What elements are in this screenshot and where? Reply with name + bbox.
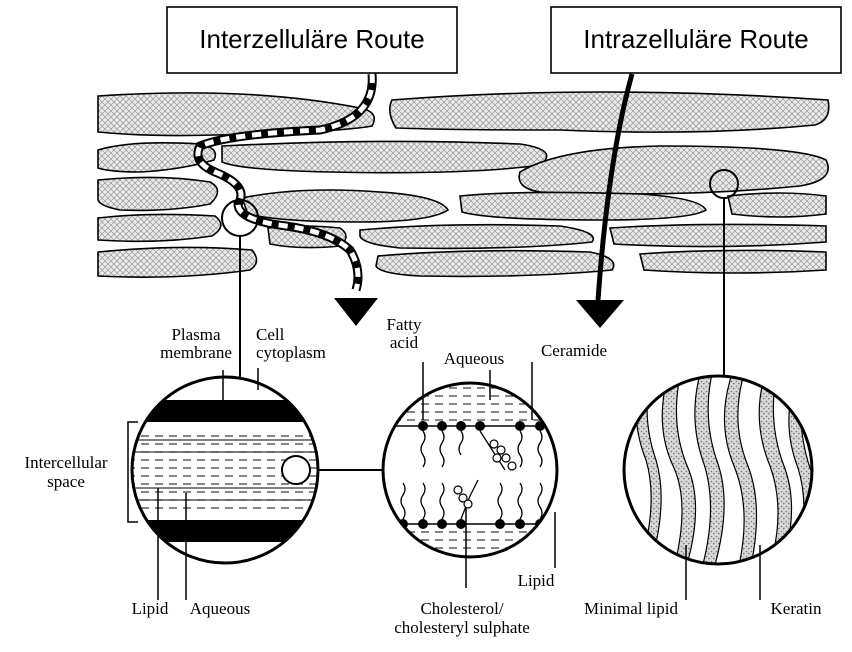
- cell-cytoplasm-label-2: cytoplasm: [256, 343, 326, 362]
- plasma-membrane-label-2: membrane: [160, 343, 232, 362]
- intercellular-route-box: Interzelluläre Route: [167, 7, 457, 73]
- keratin-label: Keratin: [771, 599, 822, 618]
- cell-cytoplasm-label-1: Cell: [256, 325, 285, 344]
- middle-aqueous-label: Aqueous: [444, 349, 504, 368]
- ceramide-label: Ceramide: [541, 341, 607, 360]
- plasma-membrane-label-1: Plasma: [171, 325, 221, 344]
- corneocyte-layers: [98, 92, 829, 277]
- middle-magnified-circle: [380, 362, 560, 588]
- cholesterol-label-1: Cholesterol/: [420, 599, 503, 618]
- middle-lipid-label: Lipid: [518, 571, 555, 590]
- intercellular-space-label-2: space: [47, 472, 85, 491]
- left-aqueous-label: Aqueous: [190, 599, 250, 618]
- cholesterol-label-2: cholesteryl sulphate: [394, 618, 530, 637]
- corneocyte: [98, 214, 221, 241]
- corneocyte: [519, 146, 828, 194]
- corneocyte: [360, 225, 593, 249]
- intracellular-route-box: Intrazelluläre Route: [551, 7, 841, 73]
- left-magnified-circle: [128, 368, 320, 600]
- left-lipid-label: Lipid: [132, 599, 169, 618]
- intracellular-route-label: Intrazelluläre Route: [583, 24, 808, 54]
- corneocyte: [98, 247, 257, 277]
- fatty-acid-label-1: Fatty: [387, 315, 422, 334]
- corneocyte: [640, 250, 826, 273]
- corneocyte: [610, 224, 826, 246]
- corneocyte: [460, 192, 706, 220]
- intercellular-space-label-1: Intercellular: [24, 453, 107, 472]
- corneocyte: [376, 251, 614, 277]
- corneocyte: [390, 92, 829, 132]
- corneocyte: [98, 177, 218, 210]
- minimal-lipid-label: Minimal lipid: [584, 599, 678, 618]
- down-arrow-icon: [576, 300, 624, 328]
- fatty-acid-label-2: acid: [390, 333, 419, 352]
- corneocyte: [222, 141, 547, 172]
- right-magnified-circle: [620, 370, 820, 600]
- down-arrow-icon: [334, 298, 378, 326]
- corneocyte: [242, 190, 448, 222]
- intercellular-route-label: Interzelluläre Route: [199, 24, 424, 54]
- corneocyte: [728, 193, 826, 217]
